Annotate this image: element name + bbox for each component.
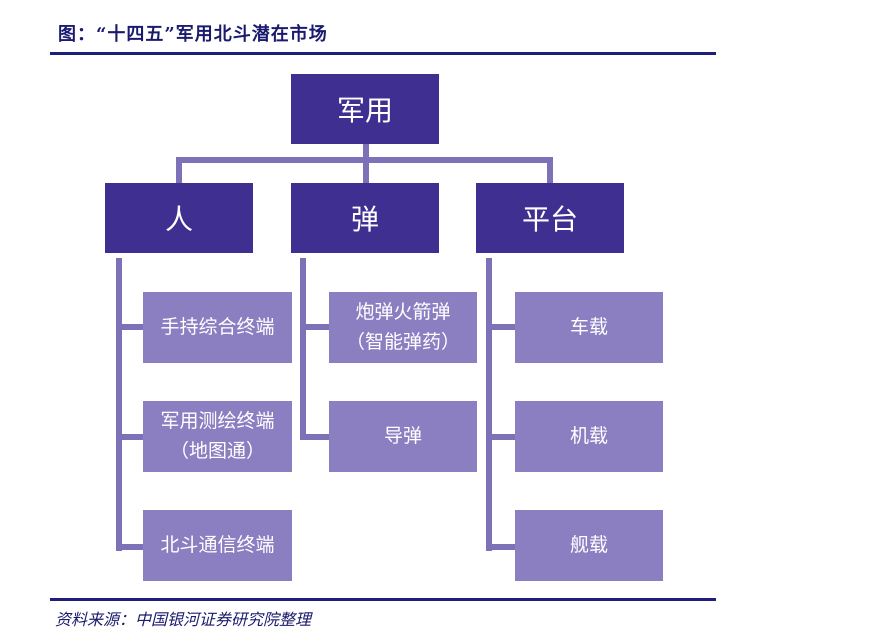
leaf-label: 手持综合终端 — [160, 315, 275, 338]
leaf-label: 导弹 — [383, 424, 422, 447]
drop-munition — [363, 157, 369, 183]
root-stem — [363, 144, 369, 160]
leaf-node-aircraft: 机载 — [515, 401, 663, 472]
leaf-node-ship: 舰载 — [515, 510, 663, 581]
category-label: 平台 — [521, 203, 578, 236]
leaf-label-line2: （地图通） — [169, 439, 265, 462]
category-label: 弹 — [350, 203, 379, 236]
munition-branch-1 — [300, 324, 330, 330]
category-node-person: 人 — [105, 183, 253, 253]
person-branch-3 — [116, 544, 144, 550]
bottom-rule — [50, 598, 716, 601]
leaf-node-missile: 导弹 — [329, 401, 477, 472]
leaf-label-line1: 炮弹火箭弹 — [355, 301, 451, 324]
leaf-node-rocket: 炮弹火箭弹 （智能弹药） — [329, 292, 477, 363]
platform-branch-1 — [486, 324, 516, 330]
leaf-node-handheld: 手持综合终端 — [143, 292, 292, 363]
leaf-node-comm: 北斗通信终端 — [143, 510, 292, 581]
leaf-label: 机载 — [569, 424, 608, 447]
drop-platform — [547, 157, 553, 183]
leaf-label: 北斗通信终端 — [160, 533, 275, 556]
source-note: 资料来源：中国银河证券研究院整理 — [55, 610, 312, 629]
person-spine — [116, 258, 122, 551]
leaf-label-line2: （智能弹药） — [345, 330, 460, 353]
munition-spine — [300, 258, 306, 440]
drop-person — [176, 157, 182, 183]
category-label: 人 — [164, 203, 193, 236]
leaf-label: 舰载 — [569, 533, 608, 556]
leaf-label: 车载 — [569, 315, 608, 338]
root-node: 军用 — [291, 74, 439, 144]
platform-branch-3 — [486, 544, 516, 550]
category-node-platform: 平台 — [476, 183, 624, 253]
person-branch-1 — [116, 324, 144, 330]
person-branch-2 — [116, 434, 144, 440]
platform-spine — [486, 258, 492, 551]
leaf-label-line1: 军用测绘终端 — [160, 410, 275, 433]
leaf-node-vehicle: 车载 — [515, 292, 663, 363]
category-node-munition: 弹 — [291, 183, 439, 253]
munition-branch-2 — [300, 434, 330, 440]
top-rule — [50, 52, 716, 55]
root-label: 军用 — [336, 94, 393, 127]
platform-branch-2 — [486, 434, 516, 440]
figure-title: 图：“十四五”军用北斗潜在市场 — [58, 24, 328, 45]
leaf-node-survey: 军用测绘终端 （地图通） — [143, 401, 292, 472]
